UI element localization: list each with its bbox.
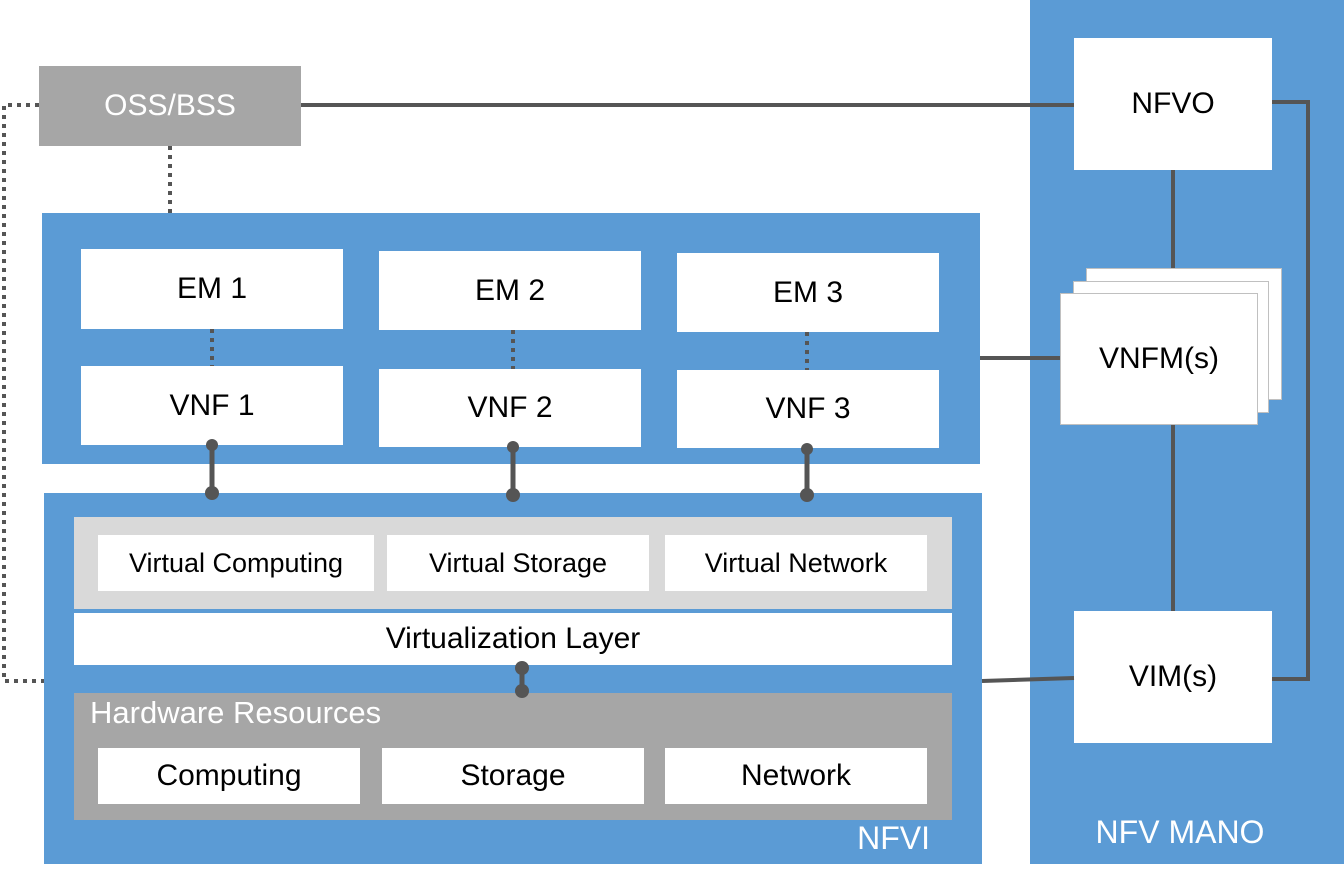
nfv-mano-label: NFV MANO — [1095, 814, 1265, 850]
vim-box: VIM(s) — [1074, 611, 1272, 743]
em-1-box: EM 1 — [81, 249, 343, 329]
vnf3-bottom-dot — [800, 488, 814, 502]
hw-top-dot — [515, 684, 529, 698]
hardware-resources-title: Hardware Resources — [90, 695, 382, 730]
vnf1-bottom-dot — [205, 486, 219, 500]
vnfm-box: VNFM(s) — [1060, 293, 1258, 425]
virtualization-layer-box: Virtualization Layer — [74, 613, 952, 665]
storage-box: Storage — [382, 748, 644, 804]
oss-nfvi-dotted-link — [2, 103, 44, 683]
nfvo-box: NFVO — [1074, 38, 1272, 170]
vnf2-top-dot — [507, 441, 519, 453]
oss-bss-box: OSS/BSS — [39, 66, 301, 146]
vnf3-top-dot — [801, 443, 813, 455]
vnf-2-box: VNF 2 — [379, 369, 641, 447]
em-3-box: EM 3 — [677, 253, 939, 332]
nfvi-vim-link — [981, 676, 1075, 683]
nfvo-vim-loop — [1272, 100, 1310, 681]
vnf1-top-dot — [206, 439, 218, 451]
computing-box: Computing — [98, 748, 360, 804]
nfvi-label: NFVI — [857, 820, 930, 856]
vnf-1-box: VNF 1 — [81, 366, 343, 445]
virt-layer-dot — [515, 661, 529, 675]
vnf2-bottom-dot — [506, 488, 520, 502]
network-box: Network — [665, 748, 927, 804]
vnf-3-box: VNF 3 — [677, 370, 939, 448]
virtual-storage-box: Virtual Storage — [387, 535, 649, 591]
virtual-network-box: Virtual Network — [665, 535, 927, 591]
em-2-box: EM 2 — [379, 251, 641, 330]
virtual-computing-box: Virtual Computing — [98, 535, 374, 591]
